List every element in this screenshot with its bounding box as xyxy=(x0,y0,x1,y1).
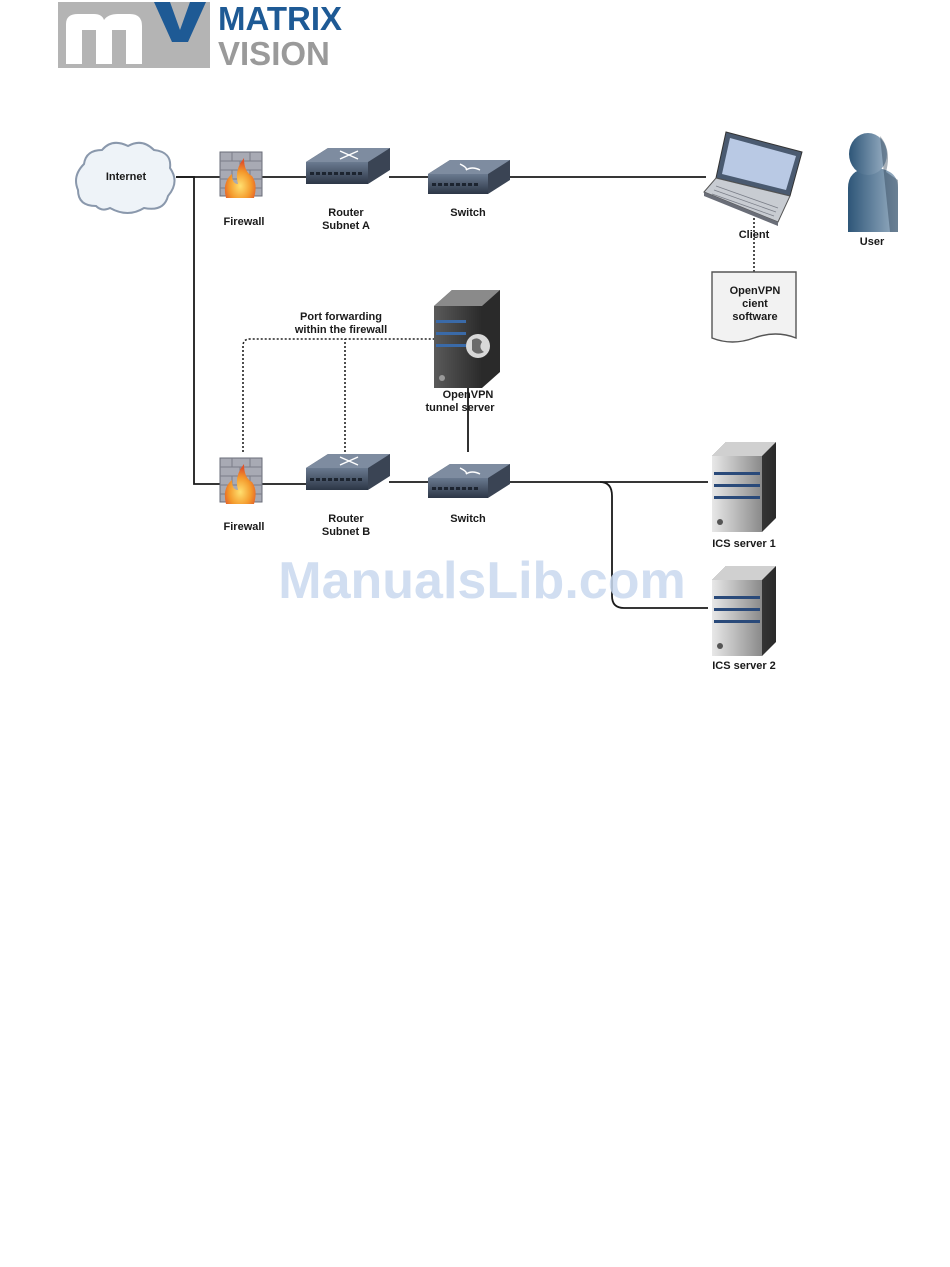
tunnel-server-line1: OpenVPN xyxy=(443,389,494,401)
client-software-line2: cient xyxy=(742,298,768,310)
switch-icon xyxy=(428,464,510,498)
port-forwarding-line1: Port forwarding xyxy=(300,311,382,323)
switch-b-label: Switch xyxy=(450,513,486,525)
ics-server-2-label: ICS server 2 xyxy=(712,660,776,672)
client-label: Client xyxy=(739,229,770,241)
link-internet-firewall-b xyxy=(176,177,223,484)
tunnel-server-line2: tunnel server xyxy=(425,402,495,414)
switch-b-node: Switch xyxy=(428,464,510,525)
server-icon xyxy=(434,290,500,388)
router-b-label-line2: Subnet B xyxy=(322,526,370,538)
switch-icon xyxy=(428,160,510,194)
router-a-label-line2: Subnet A xyxy=(322,220,370,232)
ics-server-1-label: ICS server 1 xyxy=(712,538,776,550)
server-icon xyxy=(712,442,776,532)
firewall-icon xyxy=(220,152,262,198)
switch-a-label: Switch xyxy=(450,207,486,219)
laptop-icon xyxy=(704,132,802,226)
user-label: User xyxy=(860,236,885,248)
watermark: ManualsLib.com xyxy=(278,552,685,610)
client-software-line3: software xyxy=(732,311,777,323)
router-icon xyxy=(306,454,390,490)
user-icon xyxy=(848,133,898,232)
router-a-node: Router Subnet A xyxy=(306,148,390,232)
firewall-a-label: Firewall xyxy=(224,216,265,228)
firewall-icon xyxy=(220,458,262,504)
port-forwarding-line2: within the firewall xyxy=(294,324,387,336)
firewall-a-node: Firewall xyxy=(220,152,264,228)
router-b-label-line1: Router xyxy=(328,513,364,525)
internet-node: Internet xyxy=(76,143,175,213)
router-a-label-line1: Router xyxy=(328,207,364,219)
switch-a-node: Switch xyxy=(428,160,510,219)
server-icon xyxy=(712,566,776,656)
user-node: User xyxy=(848,133,898,248)
router-b-node: Router Subnet B xyxy=(306,454,390,538)
client-software-line1: OpenVPN xyxy=(730,285,781,297)
firewall-b-label: Firewall xyxy=(224,521,265,533)
internet-label: Internet xyxy=(106,171,147,183)
ics-server-2-node: ICS server 2 xyxy=(712,566,776,672)
client-node: Client xyxy=(704,132,802,241)
network-diagram: Internet Firewall Router Subnet A Switch… xyxy=(0,0,950,700)
client-software-node: OpenVPN cient software xyxy=(712,272,796,342)
ics-server-1-node: ICS server 1 xyxy=(712,442,776,550)
router-icon xyxy=(306,148,390,184)
firewall-b-node: Firewall xyxy=(220,458,264,533)
port-forward-line-firewall xyxy=(243,339,434,452)
tunnel-server-node: OpenVPN tunnel server xyxy=(425,290,500,414)
